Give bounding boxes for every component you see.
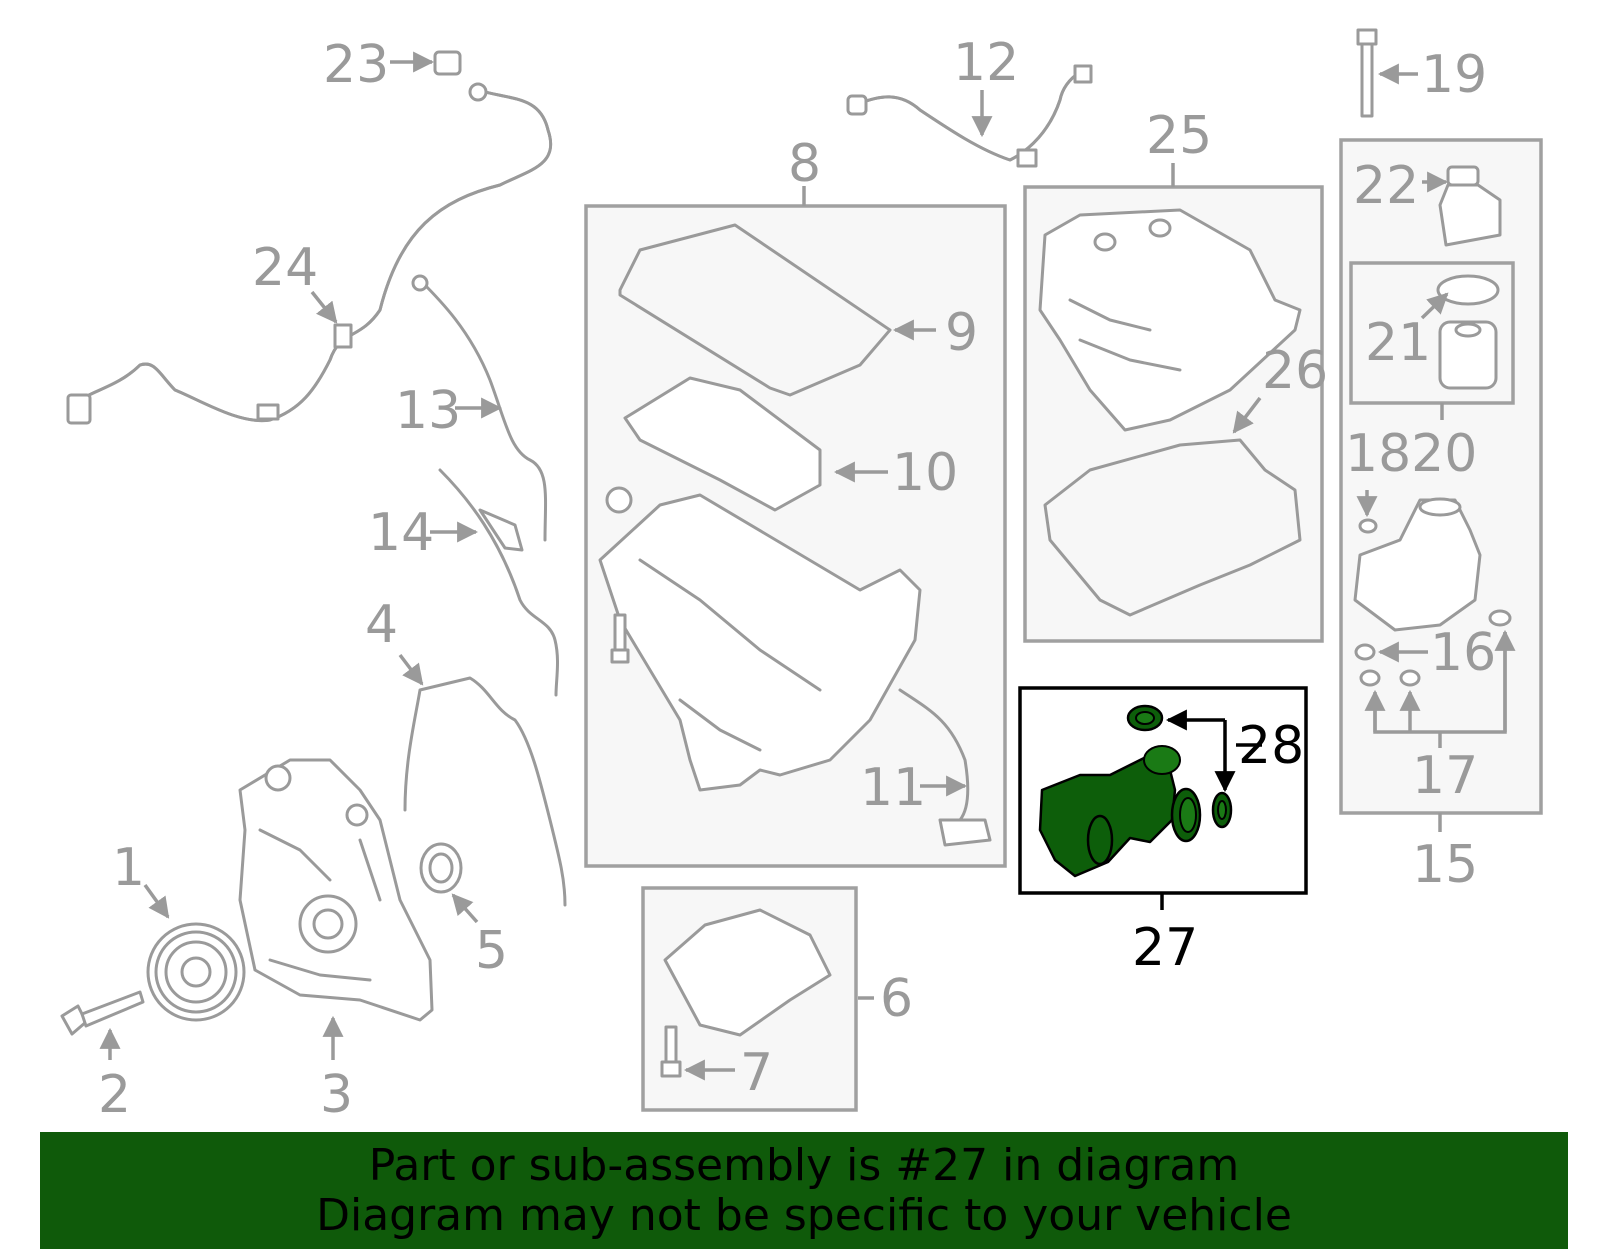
callout-26: 26	[1262, 341, 1328, 401]
banner-line-1: Part or sub-assembly is #27 in diagram	[368, 1139, 1240, 1191]
valve-cover-part-25	[1038, 208, 1302, 432]
callout-9: 9	[945, 303, 978, 363]
gasket-part-4	[403, 676, 567, 907]
pan-gasket-part-9	[618, 223, 892, 397]
callout-10: 10	[892, 443, 958, 503]
dipstick-part-14	[438, 468, 560, 697]
callout-5: 5	[475, 921, 508, 981]
callout-21: 21	[1365, 313, 1431, 373]
lower-pan-part-6	[663, 908, 832, 1037]
dipstick-bracket	[478, 508, 524, 552]
callout-14: 14	[368, 503, 434, 563]
callout-8: 8	[788, 134, 821, 194]
callout-6: 6	[880, 969, 913, 1029]
callout-28: 28	[1238, 716, 1304, 776]
info-banner: Part or sub-assembly is #27 in diagram D…	[40, 1132, 1568, 1249]
callout-15: 15	[1412, 835, 1478, 895]
callout-1: 1	[112, 838, 145, 898]
callout-25: 25	[1146, 106, 1212, 166]
seal-part-5	[419, 842, 463, 894]
callout-1820: 1820	[1345, 424, 1477, 484]
oil-pan-part-8	[598, 486, 922, 792]
dipstick-ring	[411, 274, 429, 292]
washer-18	[1358, 518, 1378, 534]
filter-cap-part-22	[1438, 165, 1502, 247]
timing-cover-part-3	[238, 758, 434, 1022]
callout-19: 19	[1421, 45, 1487, 105]
banner-line-2: Diagram may not be specific to your vehi…	[316, 1189, 1292, 1241]
callout-24: 24	[252, 238, 318, 298]
pulley-part-1	[146, 922, 246, 1022]
callout-7: 7	[740, 1043, 773, 1103]
filter-housing-part-16	[1353, 497, 1512, 687]
callout-27: 27	[1132, 918, 1198, 978]
dipstick-tube-part-13	[418, 278, 548, 542]
callout-22: 22	[1353, 156, 1419, 216]
callout-4: 4	[365, 595, 398, 655]
leader-lines	[99, 51, 1516, 1081]
pickup-tube-part-11	[898, 688, 992, 847]
callout-13: 13	[395, 381, 461, 441]
callout-16: 16	[1430, 623, 1496, 683]
wiring-harness-part-24	[66, 50, 553, 425]
callout-11: 11	[860, 758, 926, 818]
callout-17: 17	[1412, 746, 1478, 806]
hose-part-12	[846, 64, 1093, 168]
callout-12: 12	[953, 33, 1019, 93]
oil-filter-part-21	[1436, 274, 1500, 390]
callout-2: 2	[98, 1065, 131, 1125]
callout-3: 3	[320, 1065, 353, 1125]
bolt-part-19	[1356, 28, 1378, 118]
thermostat-housing-part-27	[1038, 704, 1233, 878]
bolt-pan	[610, 613, 630, 664]
valve-gasket-part-26	[1043, 438, 1302, 617]
bolt-part-7	[660, 1025, 682, 1078]
bolt-part-2	[60, 990, 145, 1036]
callout-23: 23	[323, 35, 389, 95]
baffle-part-10	[623, 376, 822, 512]
